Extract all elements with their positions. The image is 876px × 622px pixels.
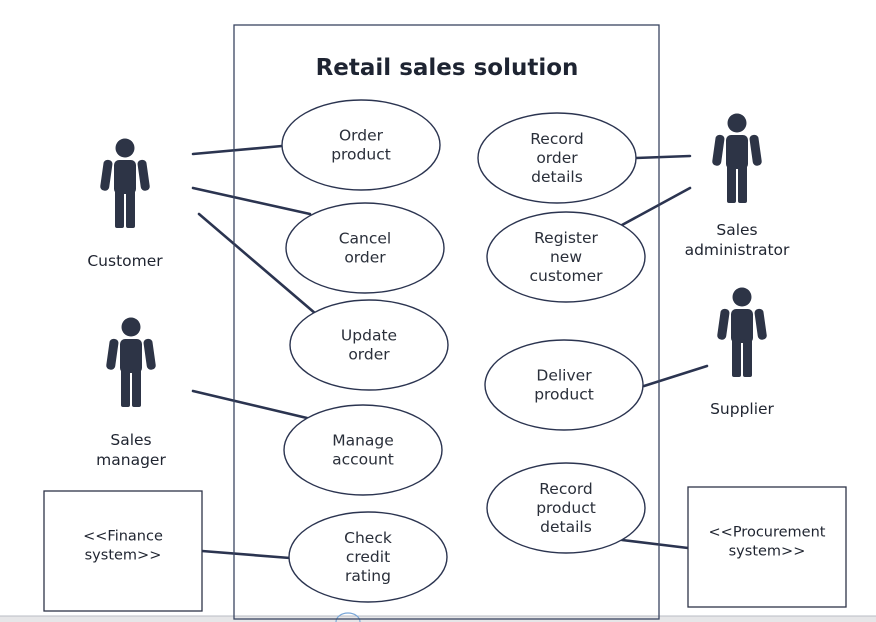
use-case-register-new-customer-label-line-1: Register xyxy=(534,229,598,247)
association-supplier-deliver-product xyxy=(642,364,709,388)
actor-sales-manager-figure-icon xyxy=(106,317,156,407)
use-case-cancel-order-ellipse xyxy=(285,202,445,294)
actor-sales-administrator: Sales administrator xyxy=(685,113,790,259)
use-case-update-order-ellipse xyxy=(289,299,449,391)
system-boundary xyxy=(233,24,660,620)
use-case-order-product-label-line-2: product xyxy=(331,146,391,164)
use-case-record-order-details-label-line-2: order xyxy=(536,149,578,167)
association-procurement-system-record-product-details xyxy=(620,538,690,550)
associations-layer xyxy=(191,144,709,560)
use-case-record-order-details-label-line-3: details xyxy=(531,168,583,186)
use-case-record-order-details-label-line-1: Record xyxy=(530,130,584,148)
external-procurement-system-label-line-2: system>> xyxy=(729,544,806,560)
use-case-record-order-details-ellipse xyxy=(477,112,637,204)
use-case-deliver-product-label-line-1: Deliver xyxy=(536,367,592,385)
actors-layer: CustomerSalesmanagerSalesadministratorSu… xyxy=(87,113,790,469)
actor-supplier-figure-icon xyxy=(717,287,767,377)
use-case-update-order-label-line-2: order xyxy=(348,346,390,364)
use-case-order-product-ellipse xyxy=(281,99,441,191)
use-case-manage-account-label-line-1: Manage xyxy=(332,432,394,450)
use-case-record-product-details-label-line-3: details xyxy=(540,518,592,536)
use-case-update-order-label-line-1: Update xyxy=(341,327,397,345)
association-finance-system-check-credit-rating xyxy=(200,549,292,560)
association-customer-cancel-order xyxy=(191,186,312,216)
use-case-cancel-order-label-line-2: order xyxy=(344,249,386,267)
use-case-cancel-order-label-line-1: Cancel xyxy=(339,230,392,248)
association-sales-manager-manage-account xyxy=(191,389,309,420)
use-cases-layer: OrderproductCancelorderUpdateorderManage… xyxy=(281,99,646,603)
use-case-order-product-label-line-1: Order xyxy=(339,127,384,145)
use-case-register-new-customer-label-line-3: customer xyxy=(530,267,604,285)
external-finance-system: <<Finance system>> xyxy=(43,490,203,612)
actor-sales-manager-label-line-2: manager xyxy=(96,451,166,469)
association-sales-administrator-record-order-details xyxy=(634,154,692,160)
external-procurement-system: <<Procurement system>> xyxy=(687,486,847,608)
system-title: Retail sales solution xyxy=(316,55,579,81)
external-procurement-system-label-line-1: <<Procurement xyxy=(709,525,826,541)
external-finance-system-label-line-1: <<Finance xyxy=(83,529,163,545)
external-systems-layer: <<Finance system>> <<Procurement system>> xyxy=(43,486,847,612)
actor-customer-figure-icon xyxy=(100,138,150,228)
association-customer-order-product xyxy=(191,144,284,156)
actor-supplier: Supplier xyxy=(710,287,775,418)
use-case-check-credit-rating-label-line-2: credit xyxy=(346,548,390,566)
use-case-manage-account-label-line-2: account xyxy=(332,451,394,469)
use-case-check-credit-rating-ellipse xyxy=(288,511,448,603)
external-procurement-system-box xyxy=(687,486,847,608)
actor-sales-manager-label-line-1: Sales xyxy=(110,431,151,449)
actor-sales-administrator-label-line-2: administrator xyxy=(685,241,790,259)
use-case-register-new-customer-ellipse xyxy=(486,211,646,303)
association-customer-update-order xyxy=(197,212,318,316)
use-case-record-product-details-label-line-1: Record xyxy=(539,480,593,498)
use-case-register-new-customer-label-line-2: new xyxy=(550,248,582,266)
actor-sales-administrator-figure-icon xyxy=(712,113,762,203)
association-sales-administrator-register-new-customer xyxy=(620,186,692,227)
external-finance-system-label-line-2: system>> xyxy=(85,548,162,564)
use-case-manage-account-ellipse xyxy=(283,404,443,496)
actor-supplier-label-line-1: Supplier xyxy=(710,400,774,418)
actor-customer-label-line-1: Customer xyxy=(87,252,163,270)
actor-customer: Customer xyxy=(87,138,163,270)
use-case-check-credit-rating-label-line-3: rating xyxy=(345,567,391,585)
actor-sales-manager: Sales manager xyxy=(96,317,166,469)
use-case-record-product-details-label-line-2: product xyxy=(536,499,596,517)
actor-sales-administrator-label-line-1: Sales xyxy=(716,221,757,239)
use-case-deliver-product-ellipse xyxy=(484,339,644,431)
use-case-record-product-details-ellipse xyxy=(486,462,646,554)
use-case-check-credit-rating-label-line-1: Check xyxy=(344,529,392,547)
use-case-deliver-product-label-line-2: product xyxy=(534,386,594,404)
external-finance-system-box xyxy=(43,490,203,612)
